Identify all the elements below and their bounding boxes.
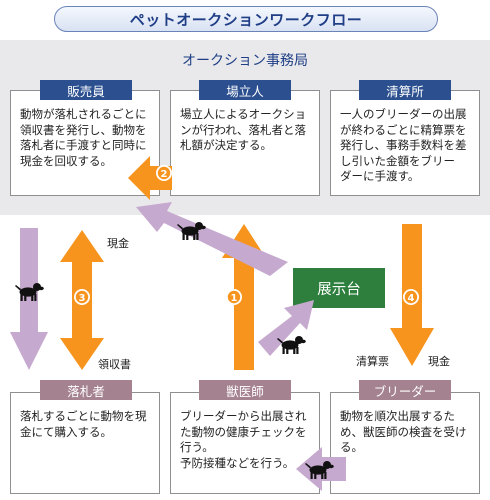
arrow-office-to-bidder — [10, 228, 48, 370]
sales-tab: 販売員 — [40, 80, 132, 100]
settlement-tab: 清算所 — [359, 80, 451, 100]
office-title: オークション事務局 — [182, 53, 308, 69]
vet-text: ブリーダーから出展され た動物の健康チェックを 行う。 予防接種などを行う。 — [180, 409, 307, 470]
bidder-box: 落札するごとに動物を現 金にて購入する。 — [10, 392, 160, 494]
bidder-text: 落札するごとに動物を現 金にて購入する。 — [20, 409, 147, 439]
breeder-text: 動物を順次出展するた め、獣医師の検査を受け る。 — [340, 409, 467, 454]
arrow-to-stage — [258, 300, 314, 356]
label-settlement-slip: 清算票 — [356, 355, 389, 368]
svg-text:3: 3 — [79, 293, 86, 304]
arrow-stage-to-office — [136, 202, 288, 276]
step-3-marker: 3 — [74, 289, 90, 305]
label-cash-top: 現金 — [107, 237, 129, 250]
label-receipt: 領収書 — [98, 358, 131, 371]
exhibition-stage: 展示台 — [293, 268, 385, 308]
arrow-vet-to-auctioneer — [222, 224, 266, 370]
label-cash-bottom: 現金 — [428, 355, 450, 368]
step-2-marker: 2 — [156, 165, 172, 181]
auctioneer-text: 場立人によるオークショ ンが行われ、落札者と落 札額が決定する。 — [180, 107, 307, 152]
step-4-marker: 4 — [403, 289, 419, 305]
settlement-text: 一人のブリーダーの出展 が終わるごとに精算票を 発行し、事務手数料を差 し引いた… — [340, 107, 467, 183]
bidder-tab: 落札者 — [40, 380, 132, 400]
auctioneer-tab: 場立人 — [199, 80, 291, 100]
svg-text:1: 1 — [231, 293, 238, 304]
step-1-marker: 1 — [226, 289, 242, 305]
vet-box: ブリーダーから出展され た動物の健康チェックを 行う。 予防接種などを行う。 — [170, 392, 320, 494]
page-title: ペットオークションワークフロー — [54, 6, 438, 32]
breeder-tab: ブリーダー — [359, 380, 451, 400]
breeder-box: 動物を順次出展するた め、獣医師の検査を受け る。 — [330, 392, 480, 494]
svg-text:2: 2 — [161, 169, 168, 180]
svg-text:4: 4 — [408, 293, 415, 304]
sales-text: 動物が落札されるごとに 領収書を発行し、動物を 落札者に手渡すと同時に 現金を回… — [20, 107, 147, 168]
vet-tab: 獣医師 — [199, 380, 291, 400]
auctioneer-box: 場立人によるオークショ ンが行われ、落札者と落 札額が決定する。 — [170, 90, 320, 196]
